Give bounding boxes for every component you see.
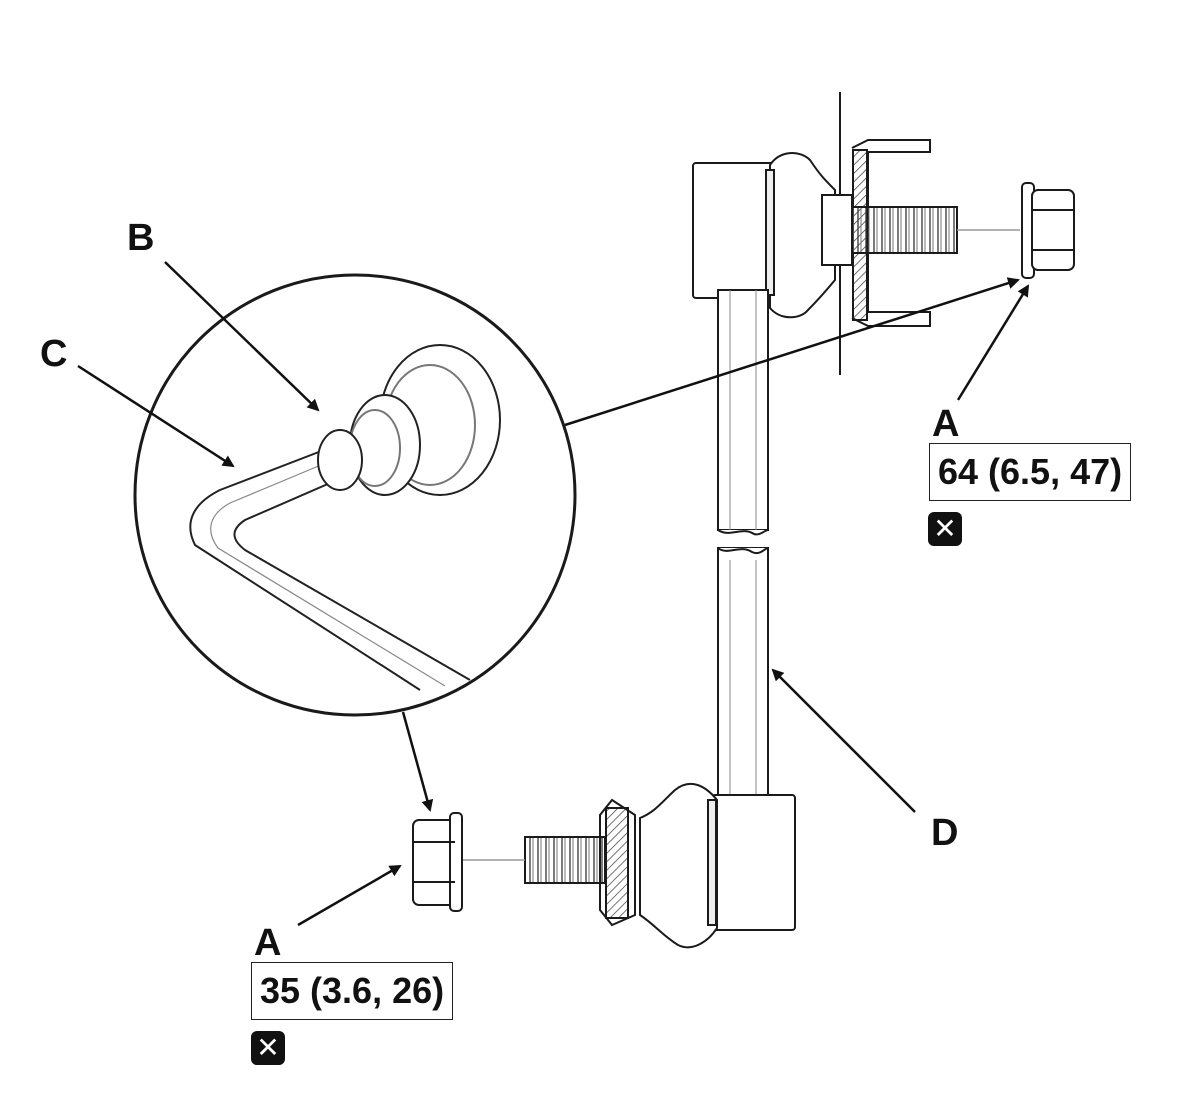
callout-d: D: [931, 812, 958, 854]
leader-lines: [77, 261, 1030, 927]
detail-view-circle: [133, 273, 577, 717]
detail-to-upper-nut-arrow: [564, 277, 1020, 427]
upper-flange-nut: [1021, 182, 1075, 279]
a-lower-leader: [297, 864, 402, 927]
b-leader: [164, 261, 320, 412]
upper-ball-joint: [692, 152, 1020, 319]
torque-spec-lower: 35 (3.6, 26): [251, 962, 454, 1020]
d-leader: [771, 668, 916, 813]
lower-ball-joint: [462, 782, 796, 949]
c-leader: [77, 364, 235, 468]
stabilizer-bar: [189, 439, 421, 691]
torque-spec-upper: 64 (6.5, 47): [929, 443, 1132, 501]
replace-part-icon: ✕: [928, 512, 962, 546]
link-shaft: [717, 289, 769, 804]
detail-to-lower-nut-arrow: [401, 711, 434, 812]
callout-a-upper: A: [932, 403, 959, 445]
lower-flange-nut: [412, 812, 463, 912]
callout-b: B: [127, 217, 154, 259]
a-upper-leader: [956, 284, 1030, 401]
replace-part-icon: ✕: [251, 1031, 285, 1065]
callout-a-lower: A: [254, 922, 281, 964]
callout-c: C: [40, 333, 67, 375]
